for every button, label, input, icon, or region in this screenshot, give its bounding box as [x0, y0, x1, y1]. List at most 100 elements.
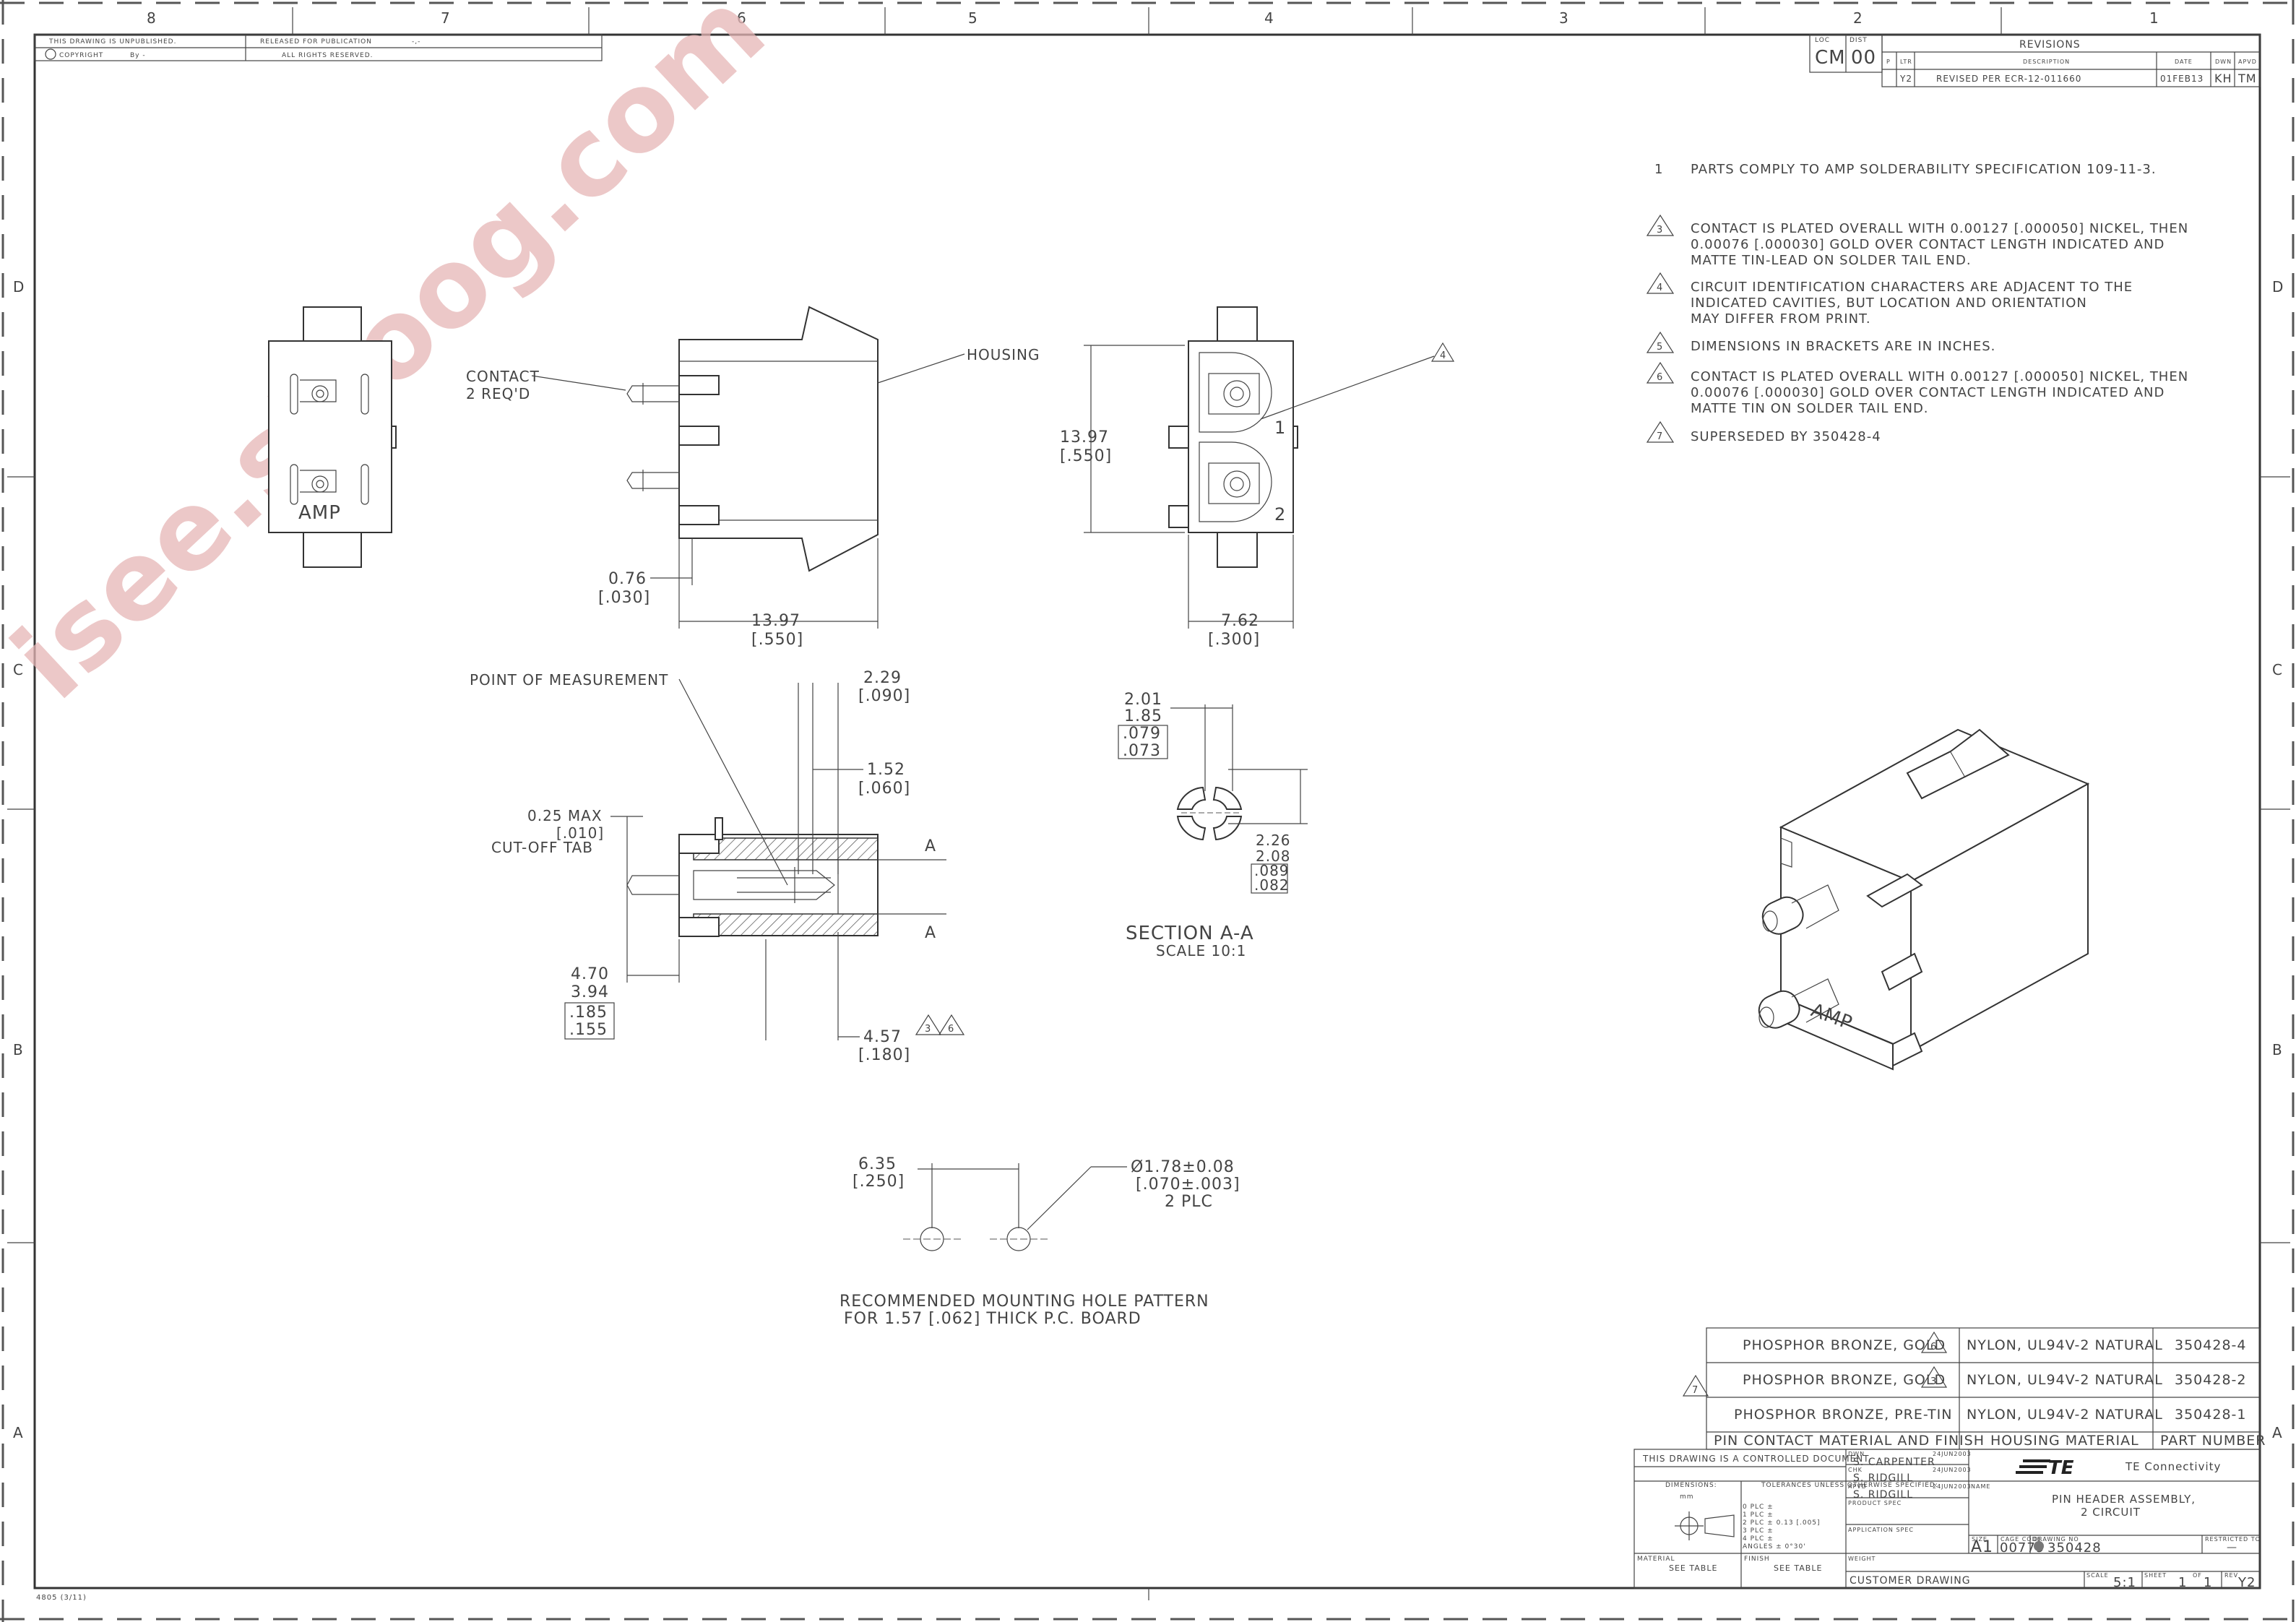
note-4-flag-triangle [1430, 342, 1455, 362]
zone-col-6: 6 [737, 9, 747, 27]
dim-hole-dia: Ø1.78±0.08 [1131, 1158, 1235, 1176]
note-6-num: 6 [1657, 372, 1663, 383]
hole-caption-1: RECOMMENDED MOUNTING HOLE PATTERN [840, 1293, 1209, 1311]
scale-label: SCALE [2086, 1572, 2109, 1579]
top-view: AMP [268, 306, 397, 568]
side-view: CONTACT 2 REQ'D HOUSING 13.97 [.550] 0.7… [466, 306, 1040, 649]
revisions-block: LOC DIST CM 00 REVISIONS P LTR DESCRIPTI… [1809, 34, 2261, 87]
rev-header-ltr: LTR [1900, 59, 1912, 65]
rev-desc: REVISED PER ECR-12-011660 [1936, 74, 2081, 84]
isometric-view: AMP [1758, 728, 2090, 1071]
dim-470: 4.70 [571, 965, 609, 983]
zone-row-d-right: D [2272, 278, 2284, 296]
note-3-num: 3 [1657, 225, 1663, 236]
section-title: SECTION A-A [1126, 923, 1254, 944]
unpublished-text: THIS DRAWING IS UNPUBLISHED. [48, 38, 176, 46]
rev-dwn: KH [2214, 72, 2232, 85]
note-4-num: 4 [1657, 282, 1663, 293]
zone-row-c-left: C [13, 661, 24, 678]
row-3-housing: NYLON, UL94V-2 NATURAL [1967, 1407, 2163, 1423]
note-1-num: 1 [1654, 162, 1663, 177]
dist-label: DIST [1850, 37, 1868, 44]
flag-6-text: 6 [948, 1024, 954, 1035]
zone-col-3: 3 [1559, 9, 1569, 27]
rev-apvd: TM [2237, 72, 2257, 85]
material-value: SEE TABLE [1669, 1563, 1717, 1573]
header-contact: PIN CONTACT MATERIAL AND FINISH [1714, 1433, 1985, 1449]
dim-152-in: [.060] [858, 780, 910, 798]
section-scale: SCALE 10:1 [1156, 942, 1246, 959]
housing-callout: HOUSING [967, 346, 1040, 363]
loc-label: LOC [1815, 37, 1830, 44]
finish-label: FINISH [1744, 1556, 1770, 1563]
tol-angles: ANGLES ± 0°30' [1743, 1543, 1806, 1550]
rev-header-apvd: APVD [2238, 59, 2257, 65]
copyright-text: COPYRIGHT [59, 52, 103, 59]
contact-callout: CONTACT [466, 368, 540, 385]
dim-front-width: 7.62 [1221, 612, 1259, 630]
dist-value: 00 [1851, 47, 1876, 69]
form-id: 4805 (3/11) [36, 1594, 87, 1602]
of-label: OF [2193, 1572, 2202, 1579]
note-3-triangle [1646, 214, 1675, 236]
tol-4: 4 PLC ± [1743, 1535, 1774, 1543]
flag-3-triangle [915, 1014, 942, 1035]
zone-row-d-left: D [13, 278, 25, 296]
title-block: THIS DRAWING IS A CONTROLLED DOCUMENT. D… [1633, 1449, 2261, 1590]
dim-cutoff-in: [.010] [556, 824, 604, 842]
released-text: RELEASED FOR PUBLICATION [260, 38, 372, 46]
rev-header-dwn: DWN [2215, 59, 2232, 65]
zone-row-a-right: A [2272, 1424, 2283, 1441]
watermark: isee.sisoog.com [0, 0, 789, 723]
dim-089: .089 [1254, 862, 1290, 879]
dim-635-in: [.250] [853, 1173, 905, 1191]
dim-082: .082 [1254, 876, 1290, 894]
dim-cutoff: 0.25 MAX [527, 807, 603, 824]
zone-ticks [7, 7, 2290, 1600]
dim-457-in: [.180] [858, 1046, 910, 1064]
row-1-part: 350428-4 [2175, 1337, 2246, 1353]
tolerances-label: TOLERANCES UNLESS OTHERWISE SPECIFIED: [1761, 1482, 1938, 1489]
row-2-contact: PHOSPHOR BRONZE, GOLD [1743, 1372, 1946, 1388]
dim-394: 3.94 [571, 983, 609, 1001]
note-4-line-1: CIRCUIT IDENTIFICATION CHARACTERS ARE AD… [1691, 280, 2133, 295]
note-6-line-2: 0.00076 [.000030] GOLD OVER CONTACT LENG… [1691, 385, 2165, 400]
dim-201: 2.01 [1124, 691, 1162, 709]
front-view: 1 2 4 13.97 [.550] 7.62 [.300] [1060, 306, 1455, 649]
zone-row-b-right: B [2272, 1041, 2283, 1058]
row-2-part: 350428-2 [2175, 1372, 2246, 1388]
amp-mark: AMP [298, 502, 341, 524]
chk-date: 24JUN2003 [1933, 1467, 1972, 1473]
dim-152: 1.52 [867, 761, 905, 779]
tol-2: 2 PLC ± 0.13 [.005] [1743, 1519, 1821, 1527]
hole-qty: 2 PLC [1165, 1193, 1213, 1211]
note-4-triangle [1646, 272, 1675, 294]
dim-635: 6.35 [858, 1155, 897, 1173]
weight-label: WEIGHT [1848, 1556, 1876, 1562]
dim-185b: 1.85 [1124, 707, 1162, 725]
header-part: PART NUMBER [2160, 1433, 2266, 1449]
corner-block: THIS DRAWING IS UNPUBLISHED. COPYRIGHT B… [34, 34, 603, 61]
finish-value: SEE TABLE [1774, 1563, 1822, 1573]
chk-label: CHK [1848, 1467, 1863, 1473]
size-value: A1 [1971, 1538, 1993, 1556]
note-3-line-1: CONTACT IS PLATED OVERALL WITH 0.00127 [… [1691, 221, 2188, 236]
te-logo-bars [2016, 1459, 2050, 1474]
restricted-label: RESTRICTED TO [2205, 1536, 2261, 1543]
dim-hole-dia-in: [.070±.003] [1136, 1175, 1240, 1194]
row-1-housing: NYLON, UL94V-2 NATURAL [1967, 1337, 2163, 1353]
zone-col-1: 1 [2149, 9, 2159, 27]
zone-col-4: 4 [1264, 9, 1274, 27]
dwn-name: S. CARPENTER [1853, 1457, 1935, 1468]
side-flag-triangle [1682, 1374, 1709, 1397]
pin-1-label: 1 [1274, 418, 1286, 438]
rev-symbol-icon [2034, 1541, 2044, 1551]
revisions-title: REVISIONS [2019, 39, 2081, 51]
dim-side-width-in: [.550] [751, 631, 803, 649]
note-6-triangle [1646, 361, 1675, 384]
zone-row-c-right: C [2272, 661, 2283, 678]
note-7-line-1: SUPERSEDED BY 350428-4 [1691, 429, 1881, 444]
section-cut-a-top: A [925, 837, 936, 855]
rev-header-p: P [1886, 59, 1891, 65]
